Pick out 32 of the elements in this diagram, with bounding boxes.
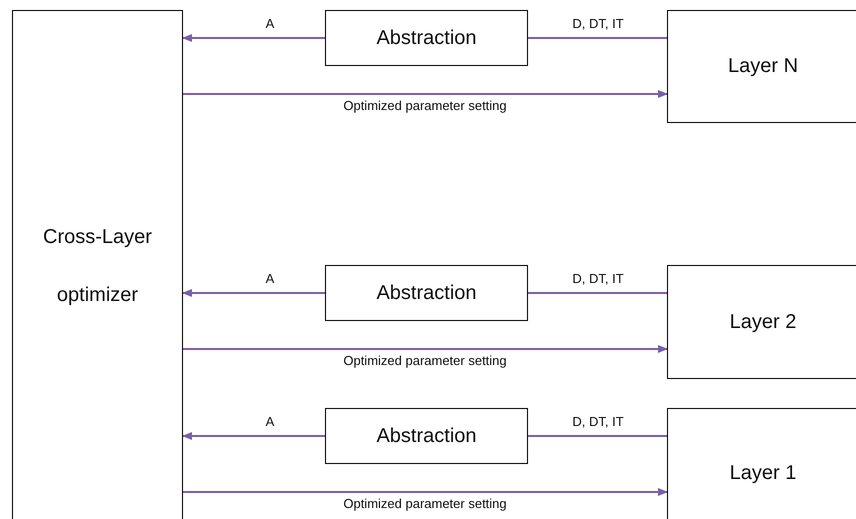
edge-label: D, DT, IT — [570, 16, 626, 31]
node-label: Abstraction — [376, 26, 477, 50]
process-box — [667, 408, 856, 519]
edge-label: Optimized parameter setting — [341, 98, 509, 113]
process-box — [325, 265, 528, 321]
edge-label: A — [264, 414, 276, 429]
edge-label: Optimized parameter setting — [341, 353, 509, 368]
edge-label: D, DT, IT — [570, 414, 626, 429]
connector-line — [528, 435, 667, 437]
process-box — [667, 265, 856, 379]
arrow — [183, 345, 668, 353]
node-label: Abstraction — [376, 424, 477, 448]
process-box — [667, 10, 856, 123]
edge-label: D, DT, IT — [570, 271, 626, 286]
node-label: Cross-Layer optimizer — [42, 225, 153, 308]
node-label: Layer N — [728, 55, 798, 78]
node-label: Abstraction — [376, 282, 477, 304]
node-label: Layer 2 — [730, 310, 796, 334]
arrow — [182, 432, 325, 440]
optimizer-box — [12, 10, 183, 519]
arrow — [183, 90, 668, 98]
arrow — [183, 488, 668, 496]
node-label: Layer 1 — [730, 462, 796, 484]
edge-label: A — [264, 16, 276, 31]
arrow — [182, 34, 325, 42]
arrow — [182, 289, 325, 297]
edge-label: A — [264, 271, 276, 286]
connector-line — [528, 37, 667, 39]
edge-label: Optimized parameter setting — [341, 496, 509, 511]
process-box — [325, 408, 528, 464]
connector-line — [528, 292, 667, 294]
process-box — [325, 10, 528, 66]
